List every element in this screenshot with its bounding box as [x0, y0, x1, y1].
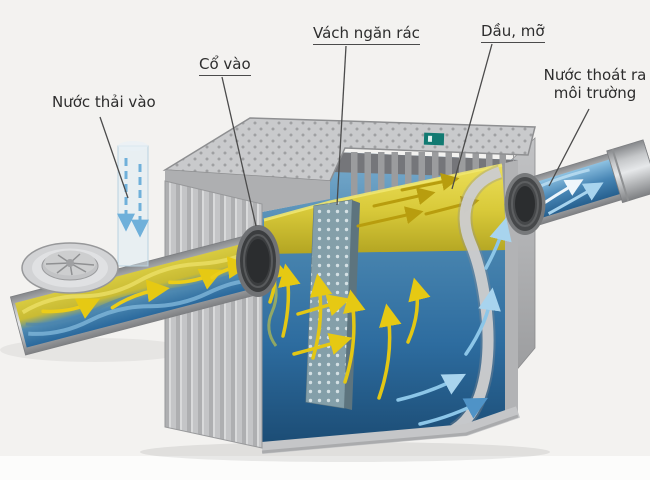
label-oil-grease-text: Dầu, mỡ: [481, 22, 545, 43]
inlet-pipe: [9, 235, 259, 356]
tank-interior: [261, 152, 520, 454]
label-wastewater-in-text: Nước thải vào: [52, 93, 156, 111]
label-inlet-neck-text: Cổ vào: [199, 55, 251, 76]
leader-inlet-neck: [221, 76, 257, 227]
label-wastewater-in: Nước thải vào: [52, 93, 156, 111]
shadows: [0, 338, 550, 462]
tank-bottom-rim: [261, 406, 520, 454]
inlet-collar: [236, 225, 280, 297]
label-inlet-neck: Cổ vào: [199, 55, 251, 76]
label-water-out: Nước thoát ra môi trường: [540, 66, 650, 102]
label-water-out-line2: môi trường: [553, 84, 637, 102]
leader-trash-baffle: [336, 45, 347, 206]
brand-plate: [423, 132, 445, 146]
water-flow-arrows: [396, 217, 512, 426]
leader-wastewater-in: [99, 116, 129, 199]
leader-lines: [99, 43, 590, 227]
grease-flow-arrows: [356, 173, 480, 228]
outlet-collar: [504, 173, 546, 235]
label-oil-grease: Dầu, mỡ: [481, 22, 545, 43]
label-trash-baffle-text: Vách ngăn rác: [313, 24, 420, 45]
rising-grease-arrows: [266, 255, 431, 400]
leader-water-out: [548, 108, 590, 187]
leader-oil-grease: [451, 43, 493, 190]
down-flow-arrows: [117, 158, 149, 238]
label-water-out-line1: Nước thoát ra: [543, 66, 647, 84]
outlet-coupling: [606, 139, 650, 204]
background-bottom-strip: [0, 456, 650, 480]
floor-drain: [21, 242, 119, 294]
vertical-inlet-pipe: [117, 141, 149, 267]
label-trash-baffle: Vách ngăn rác: [313, 24, 420, 45]
outlet-flow-arrow: [547, 182, 604, 216]
